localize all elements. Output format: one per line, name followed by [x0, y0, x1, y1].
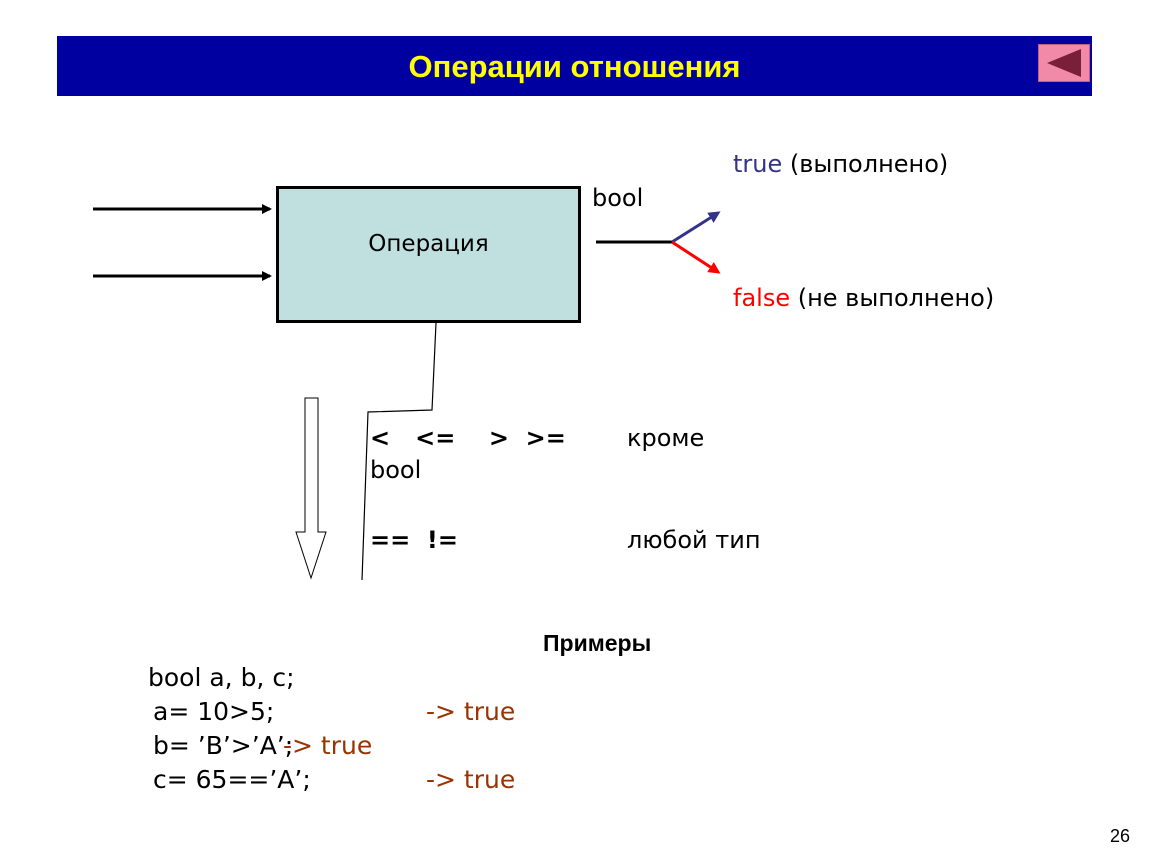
callout-bracket — [361, 322, 437, 581]
ops-line-2-note: любой тип — [627, 526, 761, 554]
example-1-result: -> true — [426, 697, 516, 726]
down-arrow-icon — [295, 397, 327, 580]
example-2-code: b= ’B’>’A’; — [153, 731, 294, 760]
ops-line-2: == != — [370, 526, 458, 554]
triangle-left-icon — [1047, 49, 1081, 77]
false-arrow — [671, 240, 721, 274]
examples-heading: Примеры — [543, 630, 652, 656]
back-button[interactable] — [1038, 44, 1090, 82]
false-word: false — [733, 284, 791, 312]
true-note: (выполнено) — [789, 150, 949, 178]
example-3-result: -> true — [426, 765, 516, 794]
output-type-label: bool — [592, 184, 644, 212]
example-1-code: a= 10>5; — [153, 697, 275, 726]
true-output-label: true (выполнено) — [733, 150, 948, 178]
false-output-label: false (не выполнено) — [733, 284, 994, 312]
operation-box: Операция — [276, 186, 581, 323]
ops-line-1-note: кроме — [627, 424, 705, 452]
example-2-result: -> true — [283, 731, 373, 760]
example-declaration: bool a, b, c; — [148, 663, 295, 692]
ops-line-1-note-2: bool — [370, 456, 422, 484]
ops-line-1: < <= > >= — [370, 424, 566, 452]
true-word: true — [733, 150, 783, 178]
operation-label: Операция — [368, 231, 489, 257]
false-note: (не выполнено) — [797, 284, 995, 312]
true-arrow — [671, 211, 721, 244]
example-3-code: c= 65==’A’; — [153, 765, 311, 794]
slide-title: Операции отношения — [408, 49, 741, 84]
page-number: 26 — [1110, 826, 1131, 846]
title-bar: Операции отношения — [57, 36, 1092, 96]
